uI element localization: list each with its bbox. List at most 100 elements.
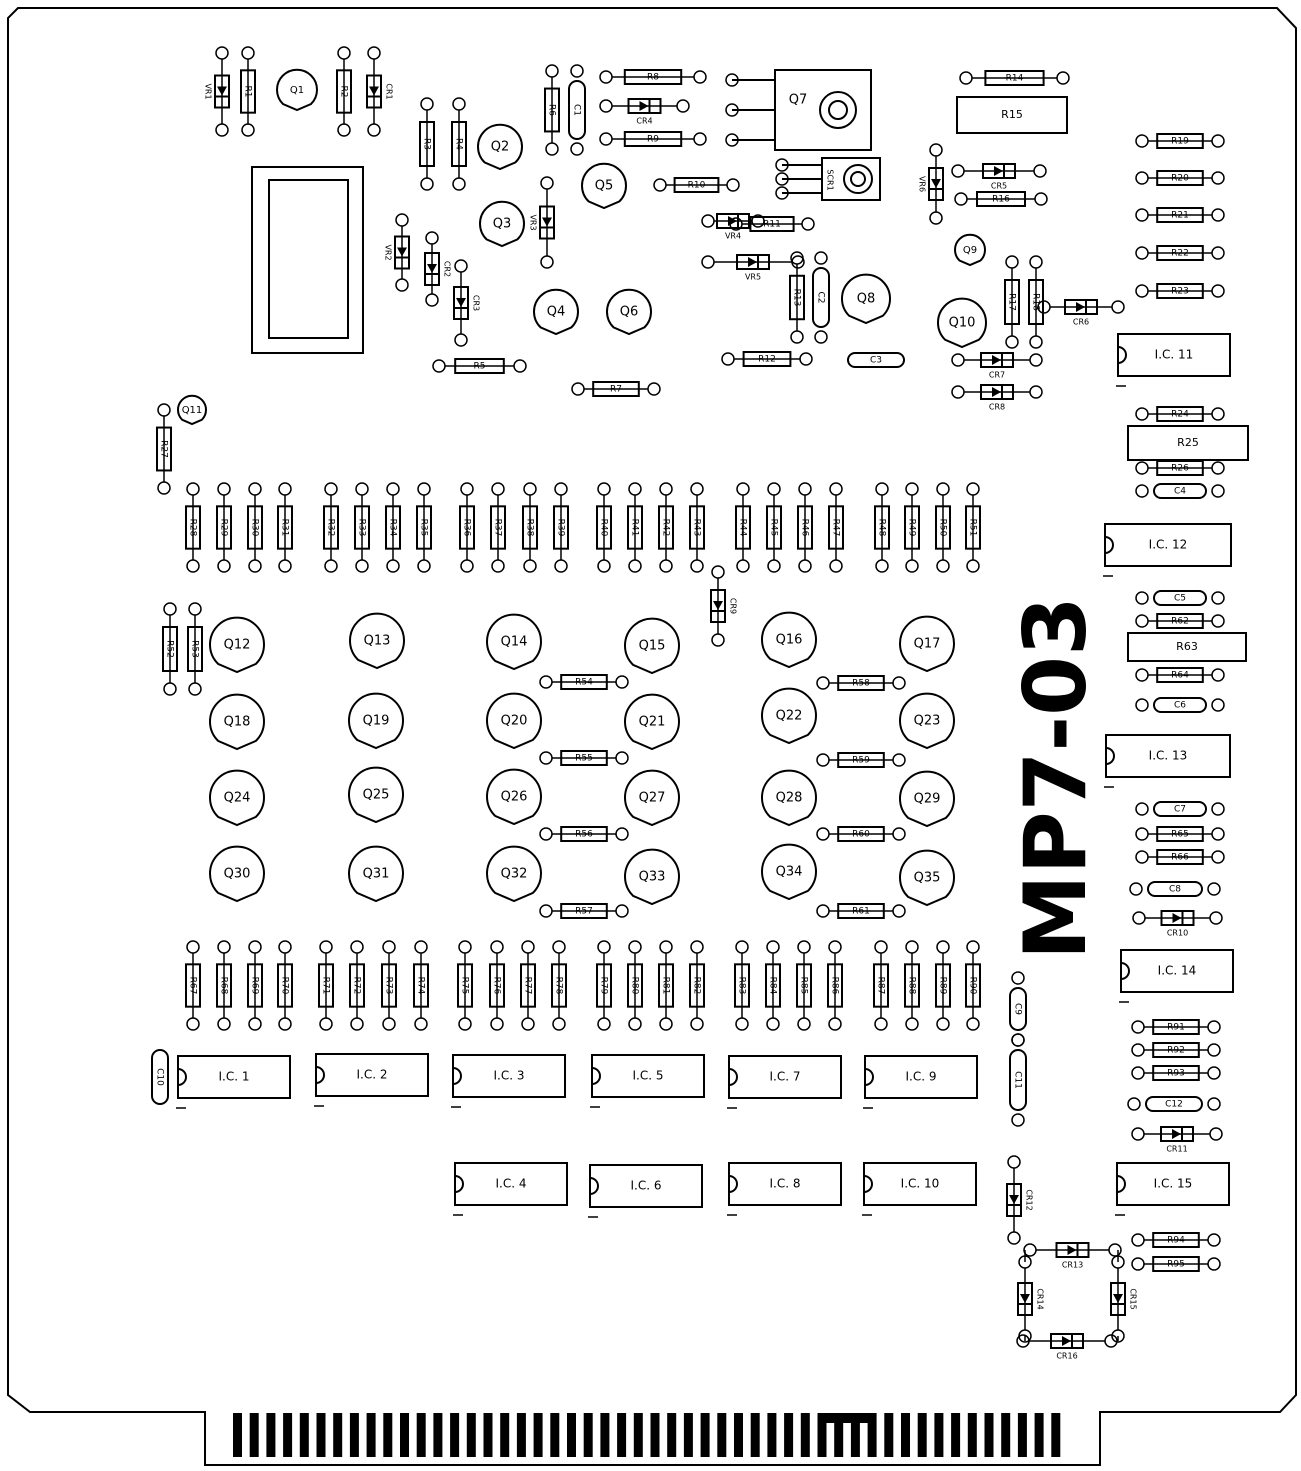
connector-finger <box>483 1413 493 1457</box>
solder-pad <box>241 123 255 137</box>
transistor-label: Q12 <box>224 638 251 653</box>
solder-pad <box>491 559 505 573</box>
resistor-r55: R55 <box>539 750 629 766</box>
resistor-r80: R80 <box>627 940 643 1031</box>
solder-pad <box>954 192 968 206</box>
solder-pad <box>414 940 428 954</box>
diode-label: CR12 <box>1025 1189 1034 1210</box>
connector-finger <box>1017 1413 1027 1457</box>
solder-pad <box>599 132 613 146</box>
resistor-label: R68 <box>219 977 229 995</box>
solder-pad <box>1211 850 1225 864</box>
solder-pad <box>597 559 611 573</box>
solder-pad <box>659 1017 673 1031</box>
resistor-label: R31 <box>280 519 290 537</box>
diode-label: CR9 <box>729 598 738 614</box>
solder-pad <box>766 940 780 954</box>
resistor-r30: R30 <box>247 482 263 573</box>
solder-pad <box>936 940 950 954</box>
diode-label: CR13 <box>1062 1261 1083 1270</box>
resistor-label: R50 <box>938 519 948 537</box>
transistor-q18: Q18 <box>209 693 265 751</box>
diode-cr6: CR6 <box>1037 299 1125 327</box>
resistor-r34: R34 <box>385 482 401 573</box>
transistor-q29: Q29 <box>899 770 955 828</box>
resistor-r36: R36 <box>459 482 475 573</box>
solder-pad <box>790 330 804 344</box>
solder-pad <box>1131 1233 1145 1247</box>
ic-ic8: I.C. 8 <box>727 1162 842 1216</box>
transistor-q23: Q23 <box>899 692 955 750</box>
resistor-r75: R75 <box>457 940 473 1031</box>
resistor-label: R6 <box>547 104 557 116</box>
solder-pad <box>157 403 171 417</box>
resistor-label: R87 <box>876 977 886 995</box>
resistor-label: R25 <box>1177 436 1199 449</box>
resistor-label: R37 <box>493 519 503 537</box>
resistor-label: R32 <box>326 519 336 537</box>
resistor-label: R4 <box>454 138 464 150</box>
transistor-q24: Q24 <box>209 769 265 827</box>
diode-cr16: CR16 <box>1016 1333 1118 1361</box>
diode-label: CR2 <box>443 261 452 277</box>
transistor-q21: Q21 <box>624 693 680 751</box>
transistor-label: Q7 <box>789 93 808 108</box>
solder-pad <box>653 178 667 192</box>
resistor-label: R34 <box>388 519 398 537</box>
zener-vr4: VR4 <box>701 213 765 241</box>
solder-pad <box>337 123 351 137</box>
solder-pad <box>1135 284 1149 298</box>
solder-pad <box>711 565 725 579</box>
diode-label: CR7 <box>989 371 1005 380</box>
ic-label: I.C. 2 <box>357 1068 388 1082</box>
solder-pad <box>1135 668 1149 682</box>
resistor-r88: R88 <box>904 940 920 1031</box>
solder-pad <box>814 251 828 265</box>
resistor-label: R66 <box>1171 853 1189 863</box>
capacitor-label: C6 <box>1174 701 1186 711</box>
solder-pad <box>1211 134 1225 148</box>
solder-pad <box>1129 882 1143 896</box>
resistor-label: R20 <box>1171 174 1189 184</box>
solder-pad <box>1135 827 1149 841</box>
transistor-q3: Q3 <box>479 200 525 248</box>
solder-pad <box>693 132 707 146</box>
resistor-r26: R26 <box>1135 460 1225 476</box>
solder-pad <box>454 259 468 273</box>
resistor-label: R41 <box>630 519 640 537</box>
solder-pad <box>721 352 735 366</box>
diode-cr11: CR11 <box>1131 1126 1223 1154</box>
solder-pad <box>966 940 980 954</box>
ic-label: I.C. 5 <box>633 1069 664 1083</box>
transistor-q5: Q5 <box>581 162 627 210</box>
solder-pad <box>1135 171 1149 185</box>
resistor-label: R51 <box>968 519 978 537</box>
solder-pad <box>1007 1231 1021 1245</box>
transistor-q6: Q6 <box>606 288 652 336</box>
resistor-r11: R11 <box>729 216 815 232</box>
connector-finger <box>717 1413 727 1457</box>
capacitor-label: C10 <box>155 1068 165 1086</box>
solder-pad <box>1211 668 1225 682</box>
ic-ic5: I.C. 5 <box>590 1054 705 1108</box>
resistor-r23: R23 <box>1135 283 1225 299</box>
solder-pad <box>278 940 292 954</box>
ic-label: I.C. 11 <box>1155 348 1194 362</box>
resistor-r82: R82 <box>689 940 705 1031</box>
resistor-label: R12 <box>758 355 776 365</box>
ic-ic6: I.C. 6 <box>588 1164 703 1218</box>
transistor-label: Q35 <box>914 871 941 886</box>
solder-pad <box>452 97 466 111</box>
solder-pad <box>1211 284 1225 298</box>
connector-finger <box>416 1413 426 1457</box>
solder-pad <box>571 382 585 396</box>
solder-pad <box>1011 1113 1025 1127</box>
solder-pad <box>690 482 704 496</box>
ic-ic14: I.C. 14 <box>1119 949 1234 1003</box>
solder-pad <box>798 482 812 496</box>
resistor-label: R5 <box>474 362 486 372</box>
ic-ic7: I.C. 7 <box>727 1055 842 1109</box>
resistor-label: R57 <box>575 907 593 917</box>
resistor-r49: R49 <box>904 482 920 573</box>
resistor-label: R45 <box>769 519 779 537</box>
